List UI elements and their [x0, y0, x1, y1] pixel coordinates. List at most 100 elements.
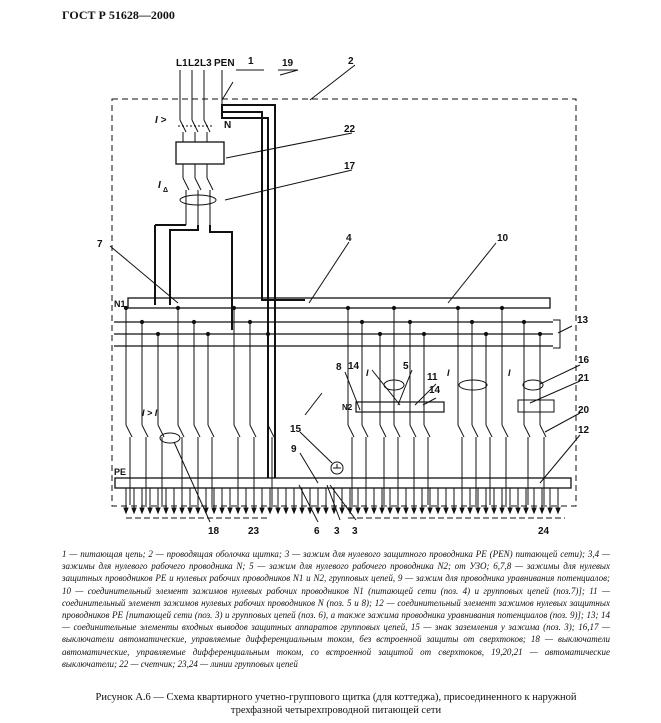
output-arrow	[451, 507, 457, 515]
callout-12: 12	[578, 425, 590, 436]
group-switch	[175, 305, 185, 505]
output-arrow	[507, 507, 513, 515]
n1-label: N1	[114, 299, 126, 309]
group-switch	[483, 331, 493, 505]
callout-19: 19	[282, 58, 294, 69]
caption-line-1: Рисунок А.6 — Схема квартирного учетно-г…	[95, 692, 577, 703]
output-arrow	[283, 507, 289, 515]
output-arrow	[163, 507, 169, 515]
group-switch	[359, 319, 369, 505]
output-arrow	[427, 507, 433, 515]
breaker-label: I >	[155, 115, 167, 126]
output-arrow	[515, 507, 521, 515]
group-switch	[377, 331, 387, 505]
callout-20: 20	[578, 405, 590, 416]
callout-15: 15	[290, 424, 302, 435]
callout-18: 18	[208, 526, 220, 537]
group-switch	[265, 331, 275, 505]
callout-10: 10	[497, 233, 509, 244]
output-arrow	[179, 507, 185, 515]
callout-3b: 3	[352, 526, 358, 537]
output-arrow	[315, 507, 321, 515]
output-arrow	[203, 507, 209, 515]
group-switch	[231, 305, 241, 505]
group-switch	[139, 319, 149, 505]
n2-bus-bar	[355, 401, 445, 413]
output-arrow	[379, 507, 385, 515]
output-arrow	[275, 507, 281, 515]
callout-5: 5	[403, 361, 409, 372]
group-switch	[537, 331, 547, 505]
output-arrow	[403, 507, 409, 515]
callout-17: 17	[344, 161, 356, 172]
output-arrow	[235, 507, 241, 515]
output-arrow	[499, 507, 505, 515]
group-switch	[155, 331, 165, 505]
output-arrow	[155, 507, 161, 515]
output-arrow	[419, 507, 425, 515]
callout-8: 8	[336, 362, 342, 373]
callout-22: 22	[344, 124, 356, 135]
rcd-label-c: I	[508, 368, 511, 378]
callout-14a: 14	[348, 361, 360, 372]
output-arrow	[523, 507, 529, 515]
callout-3a: 3	[334, 526, 340, 537]
group-switch	[407, 319, 417, 505]
output-arrow	[147, 507, 153, 515]
output-arrow	[363, 507, 369, 515]
output-arrow	[339, 507, 345, 515]
callout-23: 23	[248, 526, 260, 537]
output-arrow	[227, 507, 233, 515]
rcd-label-b: I	[447, 368, 450, 378]
group-switch	[499, 305, 509, 505]
output-arrow	[187, 507, 193, 515]
callout-1: 1	[248, 56, 254, 67]
output-arrow	[131, 507, 137, 515]
phase-label-l3: L3	[200, 58, 212, 69]
output-arrow	[243, 507, 249, 515]
output-arrow	[251, 507, 257, 515]
callout-24: 24	[538, 526, 550, 537]
output-arrow	[483, 507, 489, 515]
output-arrow	[347, 507, 353, 515]
phase-label-pen: PEN	[214, 58, 235, 69]
output-arrow	[547, 507, 553, 515]
output-arrow	[467, 507, 473, 515]
neutral-label: N	[224, 120, 231, 131]
group-switch	[247, 319, 257, 505]
callout-13: 13	[577, 315, 589, 326]
phase-label-l1: L1	[176, 58, 188, 69]
pe-label: PE	[114, 467, 126, 477]
output-arrow	[171, 507, 177, 515]
output-arrow	[355, 507, 361, 515]
n1-bus-bar	[127, 297, 551, 309]
output-arrow	[219, 507, 225, 515]
pe-bus-bar	[114, 477, 572, 489]
enclosure-outline	[111, 98, 577, 507]
output-arrow	[555, 507, 561, 515]
rcd-sub-main: Δ	[163, 187, 168, 194]
n2-label: N2	[342, 403, 353, 412]
caption-line-2: трехфазной четырехпроводной питающей сет…	[230, 704, 442, 716]
output-arrow	[195, 507, 201, 515]
output-arrow	[475, 507, 481, 515]
figure-legend: 1 — питающая цепь; 2 — проводящая оболоч…	[62, 549, 610, 669]
output-arrow	[307, 507, 313, 515]
document-header: ГОСТ Р 51628—2000	[62, 8, 175, 22]
output-arrow	[443, 507, 449, 515]
output-arrow	[395, 507, 401, 515]
wiring-diagram: L1 L2 L3 PEN N I > I Δ N1 N2 PE I > I I …	[97, 56, 590, 537]
output-arrow	[411, 507, 417, 515]
output-arrow	[323, 507, 329, 515]
output-arrow	[267, 507, 273, 515]
phase-label-l2: L2	[188, 58, 200, 69]
output-arrow	[459, 507, 465, 515]
output-arrow	[531, 507, 537, 515]
group-switch	[421, 331, 431, 505]
callout-21: 21	[578, 373, 590, 384]
output-arrow	[299, 507, 305, 515]
output-arrow	[139, 507, 145, 515]
callout-16: 16	[578, 355, 590, 366]
output-arrow	[331, 507, 337, 515]
callout-7: 7	[97, 239, 103, 250]
